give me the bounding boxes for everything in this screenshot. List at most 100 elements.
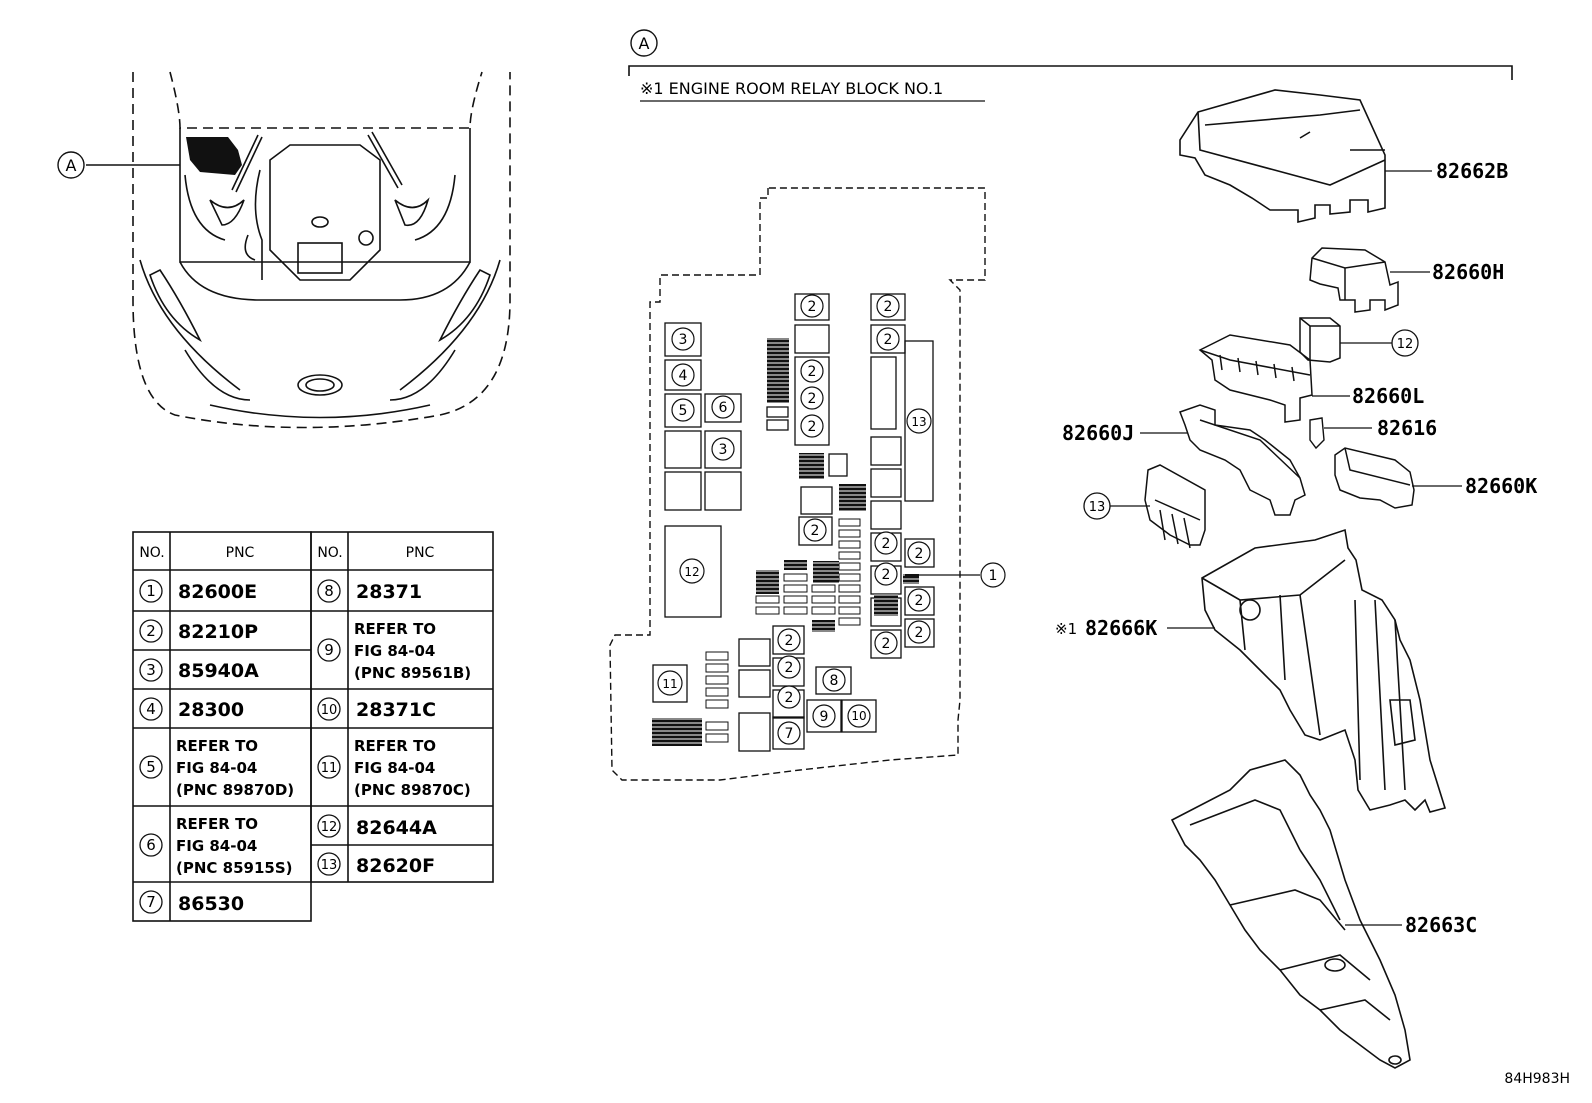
block-callout-1-circle (980, 562, 1006, 588)
relay-block-number-circles (657, 294, 932, 745)
relay-block-location-marker (186, 137, 242, 175)
table-row-6-line-1: REFER TO (176, 815, 258, 833)
callout-a-top-text: A (639, 34, 650, 53)
part-12-relay (1299, 317, 1341, 363)
relay-block-fuses-filled (652, 338, 919, 746)
callout-a-top-circle (630, 29, 658, 57)
block-label-2c: 2 (884, 332, 893, 348)
part-82660k-label: 82660K (1465, 474, 1537, 498)
figure-code: 84H983H (1504, 1071, 1570, 1087)
part-82660l (1198, 334, 1313, 423)
part-12-label: 12 (1397, 337, 1414, 352)
block-label-2k: 2 (915, 593, 924, 609)
table-row-11-line-3: (PNC 89870C) (354, 781, 471, 799)
table-row-12-pnc: 82644A (356, 817, 437, 839)
block-label-5: 5 (679, 403, 688, 419)
block-label-3a: 3 (679, 332, 688, 348)
table-row-11-line-1: REFER TO (354, 737, 436, 755)
section-bracket (628, 65, 1513, 80)
block-label-2d: 2 (808, 364, 817, 380)
table-header-pnc-right: PNC (406, 545, 435, 561)
part-82662b-label: 82662B (1436, 159, 1508, 183)
table-row-13-pnc: 82620F (356, 855, 435, 877)
block-label-3b: 3 (719, 442, 728, 458)
pnc-table (132, 531, 494, 922)
table-row-1-pnc: 82600E (178, 581, 257, 603)
part-82616-label: 82616 (1377, 416, 1437, 440)
block-label-7: 7 (785, 726, 794, 742)
part-82660h-label: 82660H (1432, 260, 1504, 284)
table-row-9-no: 9 (324, 641, 334, 659)
block-label-2n: 2 (785, 633, 794, 649)
part-12-circle (1391, 329, 1419, 357)
table-row-7-pnc: 86530 (178, 893, 244, 915)
table-row-5-no: 5 (146, 758, 156, 776)
table-row-5-line-3: (PNC 89870D) (176, 781, 294, 799)
part-82666k-mark: ※1 (1055, 620, 1077, 638)
part-82662b-cover (1179, 89, 1386, 224)
table-row-10-no: 10 (321, 703, 338, 718)
block-label-2m: 2 (882, 636, 891, 652)
part-13-circle (1083, 492, 1111, 520)
table-row-5-line-1: REFER TO (176, 737, 258, 755)
block-label-6: 6 (719, 400, 728, 416)
block-label-2a: 2 (808, 299, 817, 315)
relay-block-slots (652, 293, 935, 752)
table-row-3-pnc: 85940A (178, 660, 259, 682)
table-row-9-line-2: FIG 84-04 (354, 642, 435, 660)
part-82660j (1179, 404, 1306, 516)
section-title: ※1 ENGINE ROOM RELAY BLOCK NO.1 (640, 79, 943, 98)
part-82616-fuse (1309, 417, 1325, 450)
table-row-12-no: 12 (321, 820, 338, 835)
table-header-pnc-left: PNC (226, 545, 255, 561)
block-label-2b: 2 (884, 299, 893, 315)
table-header-no-right: NO. (317, 545, 342, 561)
block-label-2g: 2 (811, 523, 820, 539)
relay-block-fuse-slots (705, 518, 861, 743)
table-row-9-line-1: REFER TO (354, 620, 436, 638)
block-label-9: 9 (820, 709, 829, 725)
table-row-1-no: 1 (146, 582, 156, 600)
part-82666k-label: 82666K (1085, 616, 1157, 640)
table-row-5-line-2: FIG 84-04 (176, 759, 257, 777)
callout-a-left-text: A (66, 156, 77, 175)
block-label-2l: 2 (915, 625, 924, 641)
block-label-4: 4 (679, 368, 688, 384)
part-82660j-label: 82660J (1062, 421, 1134, 445)
part-13-label: 13 (1089, 500, 1106, 515)
block-label-10: 10 (851, 709, 866, 723)
table-row-8-pnc: 28371 (356, 581, 422, 603)
block-label-2i: 2 (882, 567, 891, 583)
table-row-3-no: 3 (146, 661, 156, 679)
block-label-2h: 2 (882, 536, 891, 552)
block-callout-1-text: 1 (989, 568, 998, 584)
part-82663c-lower-case (1170, 759, 1411, 1069)
table-row-6-no: 6 (146, 836, 156, 854)
block-label-2j: 2 (915, 546, 924, 562)
table-row-11-no: 11 (321, 761, 338, 776)
block-label-13: 13 (911, 415, 926, 429)
vehicle-top-view (132, 71, 511, 429)
block-label-2o: 2 (785, 660, 794, 676)
table-row-6-line-2: FIG 84-04 (176, 837, 257, 855)
part-82660l-label: 82660L (1352, 384, 1424, 408)
block-label-2p: 2 (785, 690, 794, 706)
block-label-2f: 2 (808, 419, 817, 435)
part-82663c-label: 82663C (1405, 913, 1477, 937)
block-label-8: 8 (830, 673, 839, 689)
table-row-8-no: 8 (324, 582, 334, 600)
table-row-7-no: 7 (146, 893, 156, 911)
callout-a-left-circle (57, 151, 85, 179)
block-label-12: 12 (684, 565, 699, 579)
table-row-10-pnc: 28371C (356, 699, 436, 721)
block-label-2e: 2 (808, 391, 817, 407)
part-82660k (1334, 447, 1415, 509)
table-row-11-line-2: FIG 84-04 (354, 759, 435, 777)
table-header-no-left: NO. (139, 545, 164, 561)
table-row-2-no: 2 (146, 622, 156, 640)
table-row-9-line-3: (PNC 89561B) (354, 664, 471, 682)
table-row-2-pnc: 82210P (178, 621, 258, 643)
table-row-6-line-3: (PNC 85915S) (176, 859, 292, 877)
part-82660h (1309, 247, 1399, 313)
